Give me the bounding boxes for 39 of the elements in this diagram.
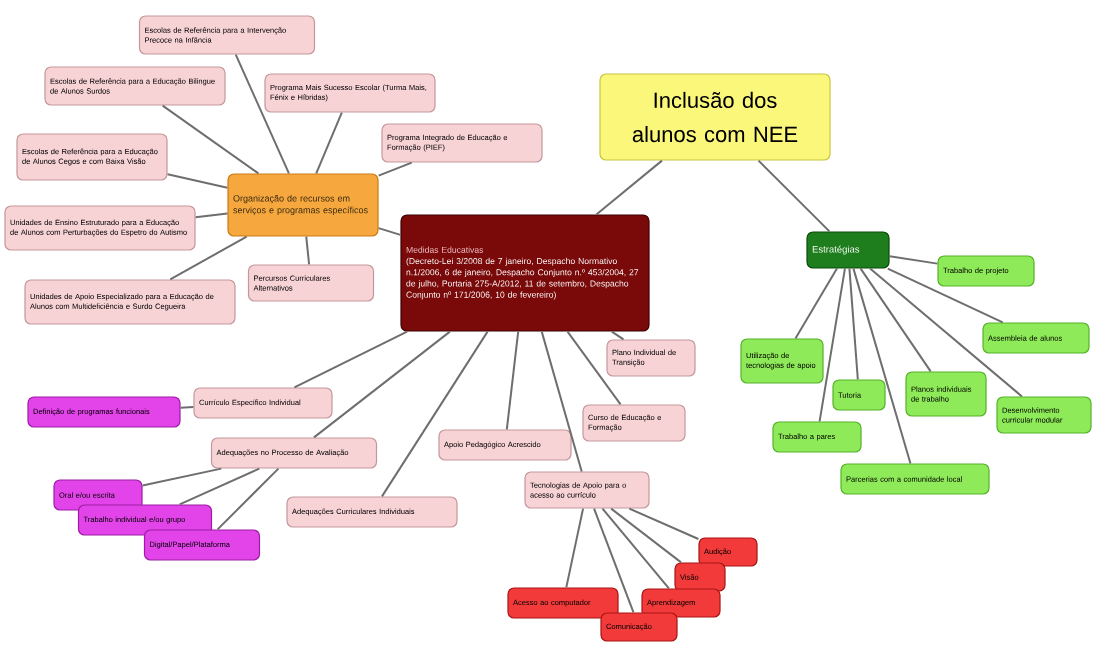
connector-line	[852, 267, 912, 465]
connector-line	[178, 467, 261, 506]
connector-line	[610, 330, 625, 341]
connector-line	[565, 507, 585, 589]
connector-line	[869, 267, 1023, 398]
connector-line	[161, 104, 260, 175]
connector-line	[313, 330, 451, 439]
connector-line	[293, 330, 409, 389]
connector-line	[794, 267, 838, 340]
connector-line	[566, 330, 622, 406]
connector-line	[595, 159, 663, 216]
topic-box: Inclusão dos alunos com NEE	[599, 73, 831, 161]
connector-line	[166, 173, 229, 189]
connector-line	[234, 53, 290, 175]
connector-line	[818, 267, 846, 423]
connector-line	[505, 330, 520, 431]
connector-line	[179, 405, 195, 409]
connector-line	[194, 212, 229, 219]
connector-line	[601, 507, 670, 590]
connector-line	[381, 330, 489, 498]
topic-box: Organização de recursos em serviços e programas específicos	[227, 173, 379, 237]
connector-line	[377, 227, 402, 236]
connector-line	[628, 507, 700, 540]
connector-line	[377, 161, 413, 177]
topic-box: Medidas Educativas (Decreto-Lei 3/2008 de 7 janeiro, Despacho Normativo n.1/2006, 6 de janeiro, Despacho Conjunto n.º 453/2004, 27 de julho, Portaria 275-A/2012, 11 de setembro, Despacho Conjunto nº 171/2006, 10 de fevereiro)	[400, 214, 650, 332]
connector-line	[315, 111, 343, 175]
connector-line	[859, 267, 932, 373]
connector-line	[886, 267, 1004, 324]
connector-line	[610, 507, 683, 564]
connector-line	[888, 255, 939, 265]
connector-line	[141, 467, 223, 487]
connector-line	[540, 330, 583, 473]
connector-line	[757, 159, 831, 233]
connector-line	[216, 467, 280, 531]
connector-line	[305, 235, 311, 266]
connector-line	[593, 507, 635, 614]
connector-line	[169, 235, 248, 281]
connector-line	[848, 267, 859, 381]
topic-box: Estratégias	[806, 231, 890, 269]
